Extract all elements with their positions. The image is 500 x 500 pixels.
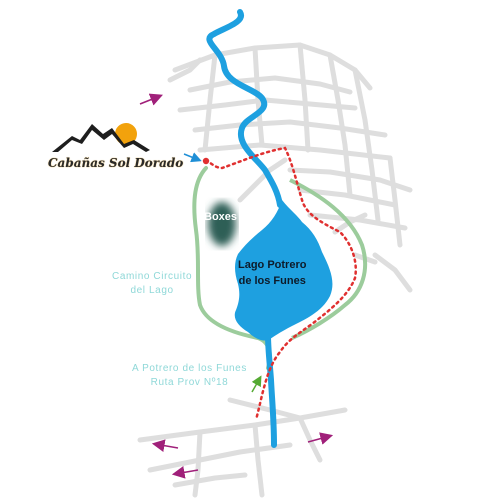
lake-road (192, 166, 272, 370)
river (206, 9, 283, 208)
lake-road-label-line-1: Camino Circuito (112, 271, 193, 282)
boxes-area (208, 202, 236, 246)
lake-label-line-2: de los Funes (238, 275, 306, 287)
boxes-label: Boxes (204, 211, 238, 223)
direction-arrow-icon (139, 93, 334, 479)
street-network (137, 42, 413, 498)
pointer-green (251, 375, 262, 393)
lake-label: Lago Potrero de los Funes (238, 257, 306, 289)
access-label: A Potrero de los Funes Ruta Prov Nº18 (132, 362, 247, 390)
lake (234, 200, 333, 341)
access-label-line-2: Ruta Prov Nº18 (150, 377, 229, 388)
river-outlet (265, 332, 277, 448)
mountains-icon (52, 124, 150, 152)
access-route (204, 146, 357, 422)
location-dot-icon (202, 157, 210, 165)
lake-road-label-line-2: del Lago (130, 285, 174, 296)
logo (52, 123, 150, 152)
logo-text: Cabañas Sol Dorado (48, 156, 184, 170)
pointer-blue (183, 152, 202, 163)
access-label-line-1: A Potrero de los Funes (132, 363, 247, 374)
lake-road-label: Camino Circuito del Lago (112, 270, 192, 298)
lake-road-east (289, 178, 368, 340)
lake-label-line-1: Lago Potrero (238, 259, 307, 271)
